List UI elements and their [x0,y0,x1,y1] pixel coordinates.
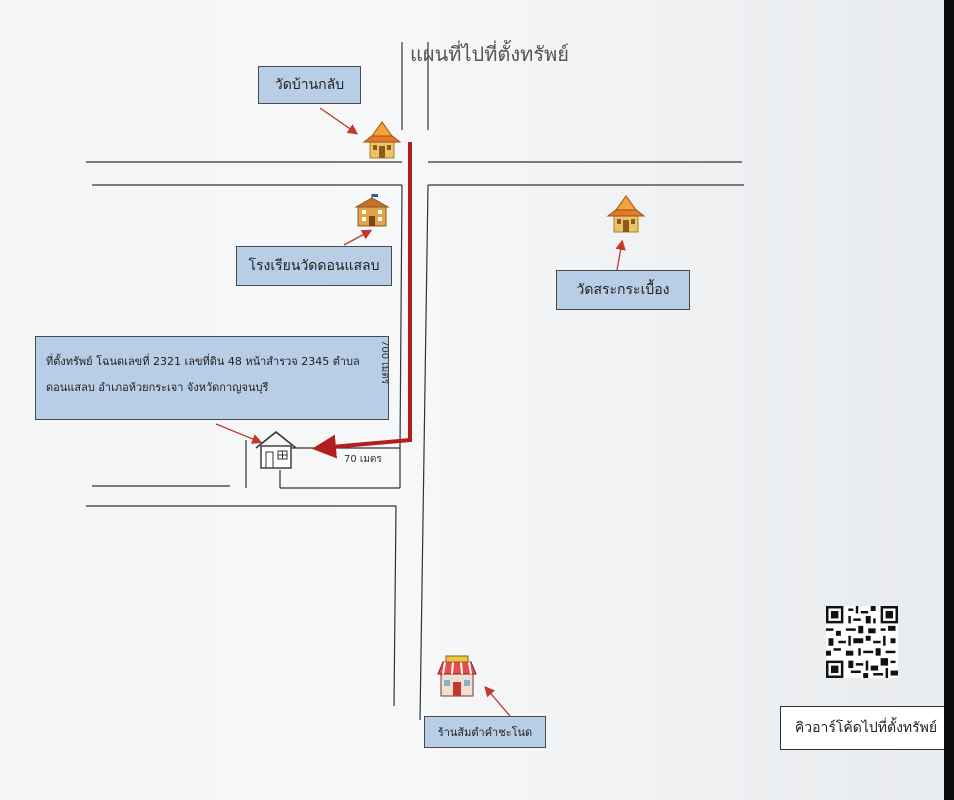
house-icon [255,430,297,469]
pointer-shop [484,686,511,717]
qr-code[interactable] [826,606,898,678]
school-icon [354,194,390,227]
road-main-left-edge [399,184,403,449]
pointer-temple-sa-krabueang [615,239,626,271]
property-line-1: ที่ตั้งทรัพย์ โฉนดเลขที่ 2321 เลขที่ดิน … [46,355,360,368]
distance-main-road: 700 เมตร [379,340,390,385]
label-shop: ร้านส้มตำคำชะโนด [424,716,546,748]
label-school: โรงเรียนวัดดอนแสลบ [236,246,392,286]
property-info-box: ที่ตั้งทรัพย์ โฉนดเลขที่ 2321 เลขที่ดิน … [35,336,389,420]
road-main-right-edge [419,184,429,721]
pointer-temple-ban-klap [319,107,359,135]
road-lower-vertical [393,505,397,707]
label-temple-sa-krabueang: วัดสระกระเบื้อง [556,270,690,310]
temple-icon [362,121,402,159]
route-line [312,142,412,459]
distance-side-road: 70 เมตร [344,454,382,465]
map-title: แผนที่ไปที่ตั้งทรัพย์ [410,42,569,66]
label-temple-ban-klap: วัดบ้านกลับ [258,66,361,104]
property-line-2: ดอนแสลบ อำเภอห้วยกระเจา จังหวัดกาญจนบุรี [46,381,269,394]
pointer-school [343,229,373,246]
shop-icon [437,655,477,697]
scan-edge [944,0,954,800]
qr-caption: คิวอาร์โค้ดไปที่ตั้งทรัพย์ [780,706,952,750]
pointer-property [215,423,263,444]
temple-icon [606,195,646,233]
